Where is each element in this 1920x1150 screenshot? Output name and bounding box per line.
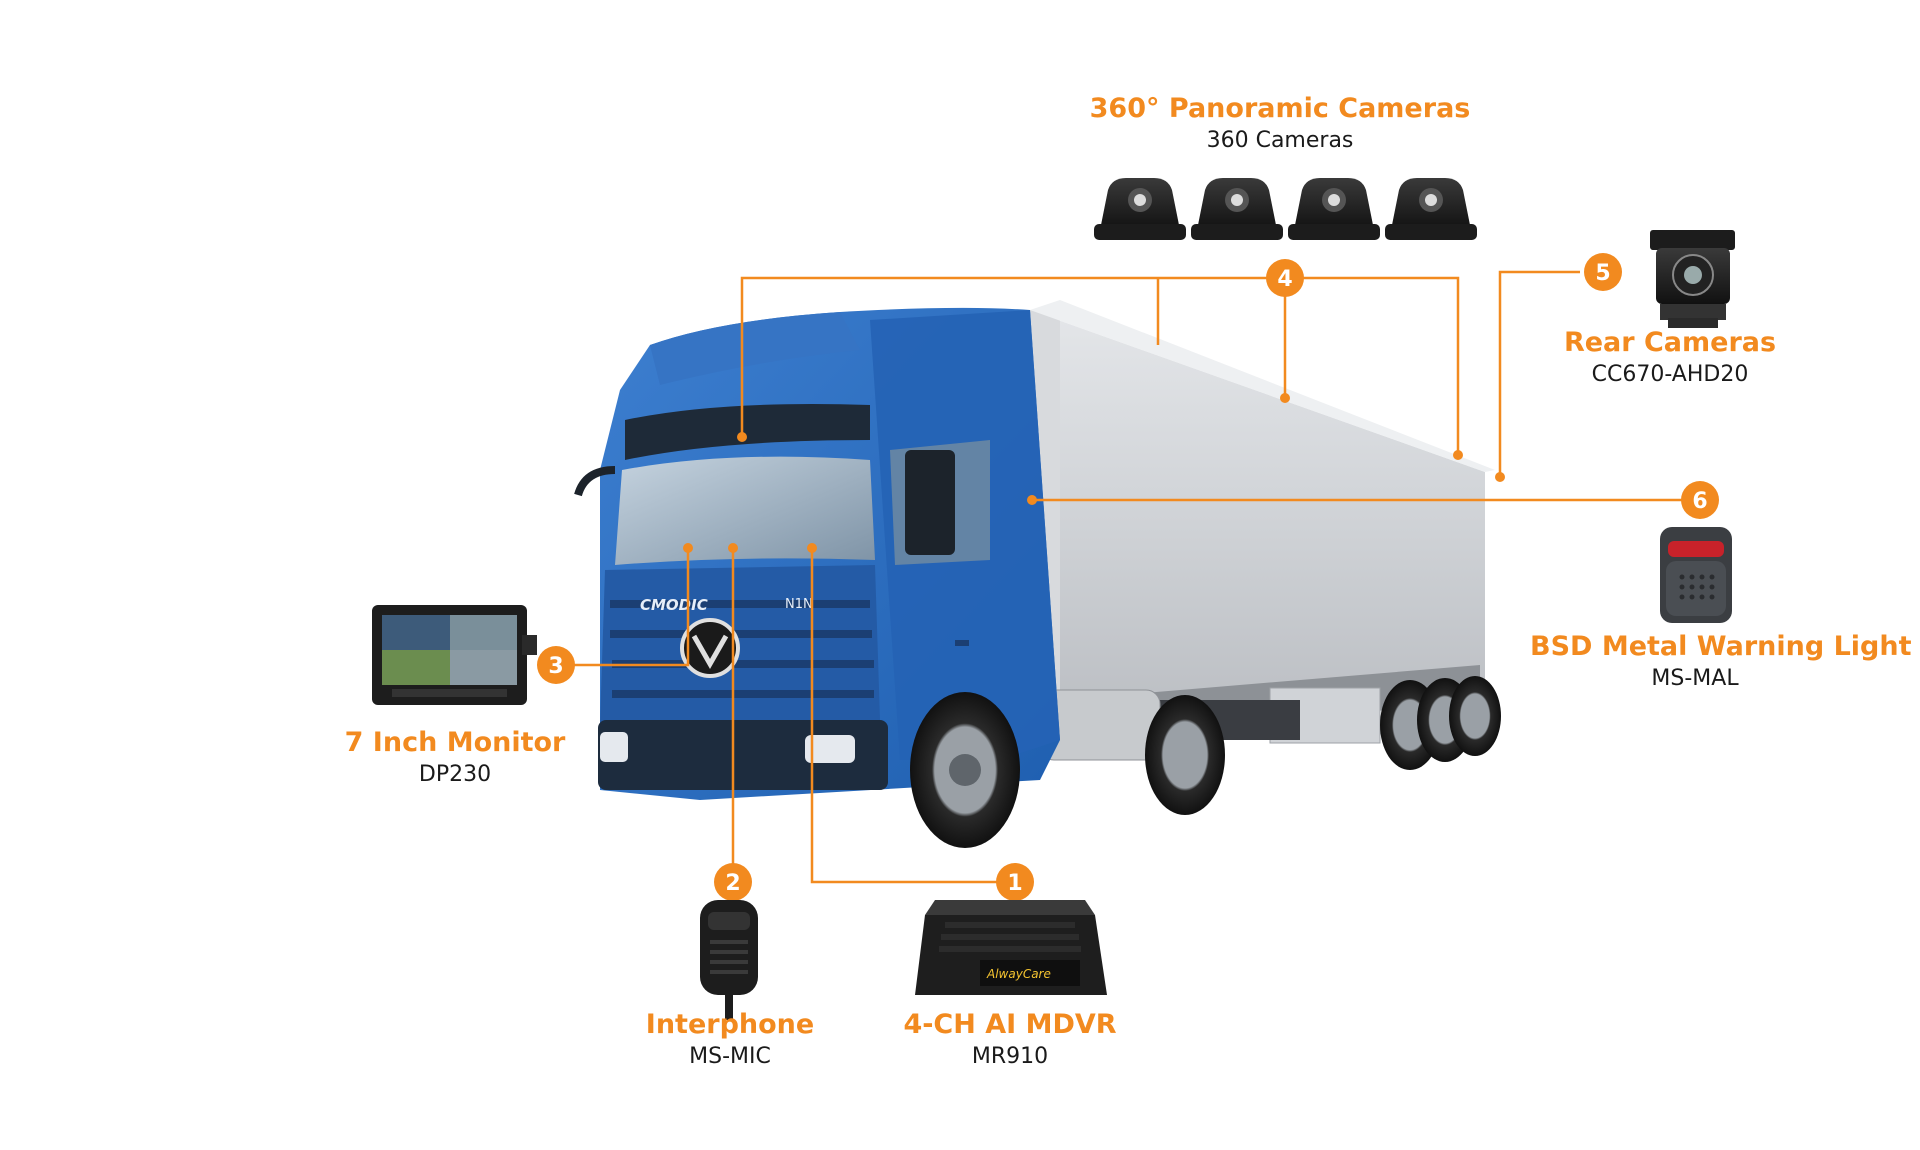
- component-title: 7 Inch Monitor: [344, 727, 566, 758]
- windshield: [615, 456, 875, 565]
- grille-slats: [610, 600, 874, 698]
- trailer-roof: [1030, 300, 1495, 472]
- connector-dots: [683, 393, 1505, 553]
- component-label-1: 4-CH AI MDVR MR910: [890, 1008, 1130, 1072]
- roof-deflector: [650, 312, 860, 385]
- component-title: BSD Metal Warning Light: [1530, 631, 1912, 662]
- component-label-3: 7 Inch Monitor DP230: [335, 726, 575, 790]
- component-model: 360 Cameras: [1206, 128, 1354, 153]
- component-title: Interphone: [645, 1009, 815, 1040]
- connector-lines: [568, 270, 1685, 884]
- component-label-4: 360° Panoramic Cameras 360 Cameras: [1080, 92, 1480, 156]
- badge-5: 5: [1584, 253, 1622, 291]
- svg-text:4: 4: [1277, 267, 1292, 292]
- badge-3: 3: [537, 646, 575, 684]
- connector-5: [1498, 270, 1580, 477]
- trailer-side: [1030, 310, 1485, 740]
- truck-illustration: CMODIC N1N: [574, 300, 1501, 848]
- mirror-arm: [574, 466, 616, 497]
- panoramic-camera-icon: [1094, 178, 1477, 240]
- cab-rear-wheel: [1145, 695, 1225, 815]
- badge-4: 4: [1266, 259, 1304, 297]
- component-label-5: Rear Cameras CC670-AHD20: [1530, 326, 1810, 390]
- component-title: 360° Panoramic Cameras: [1089, 93, 1471, 124]
- component-model: MS-MAL: [1651, 666, 1739, 691]
- component-title: 4-CH AI MDVR: [903, 1009, 1117, 1040]
- truck-emblem: [680, 618, 740, 678]
- svg-text:1: 1: [1007, 871, 1022, 896]
- component-label-2: Interphone MS-MIC: [620, 1008, 840, 1072]
- badge-6: 6: [1681, 481, 1719, 519]
- door-handle: [955, 640, 969, 646]
- headlight-left: [600, 732, 628, 762]
- connector-4-front: [740, 276, 1285, 437]
- connector-3: [568, 548, 690, 667]
- component-model: MR910: [971, 1044, 1049, 1069]
- trailer-wheel: [1449, 676, 1501, 756]
- sun-visor: [625, 404, 870, 460]
- headlight-right: [805, 735, 855, 763]
- connector-1: [810, 548, 1002, 884]
- rear-camera-icon: [1650, 230, 1735, 328]
- svg-text:2: 2: [725, 871, 740, 896]
- microphone-icon: [700, 900, 758, 1020]
- mdvr-icon: AlwayCare: [915, 900, 1107, 995]
- svg-text:6: 6: [1692, 489, 1707, 514]
- monitor-icon: [372, 605, 537, 705]
- component-model: DP230: [418, 762, 492, 787]
- truck-brand-text: CMODIC: [640, 596, 708, 614]
- svg-text:5: 5: [1595, 261, 1610, 286]
- side-mirror: [905, 450, 955, 555]
- truck-emblem-mark: [691, 634, 729, 670]
- truck-model-badge: N1N: [785, 597, 813, 612]
- connector-4-c: [1285, 276, 1460, 455]
- svg-text:3: 3: [548, 654, 563, 679]
- badge-1: 1: [996, 863, 1034, 901]
- component-model: MS-MIC: [689, 1044, 771, 1069]
- badge-2: 2: [714, 863, 752, 901]
- mdvr-brand-text: AlwayCare: [986, 967, 1051, 981]
- component-label-6: BSD Metal Warning Light MS-MAL: [1530, 630, 1912, 694]
- grille: [600, 565, 880, 725]
- component-title: Rear Cameras: [1563, 327, 1777, 358]
- component-model: CC670-AHD20: [1591, 362, 1749, 387]
- warning-light-icon: [1660, 527, 1732, 623]
